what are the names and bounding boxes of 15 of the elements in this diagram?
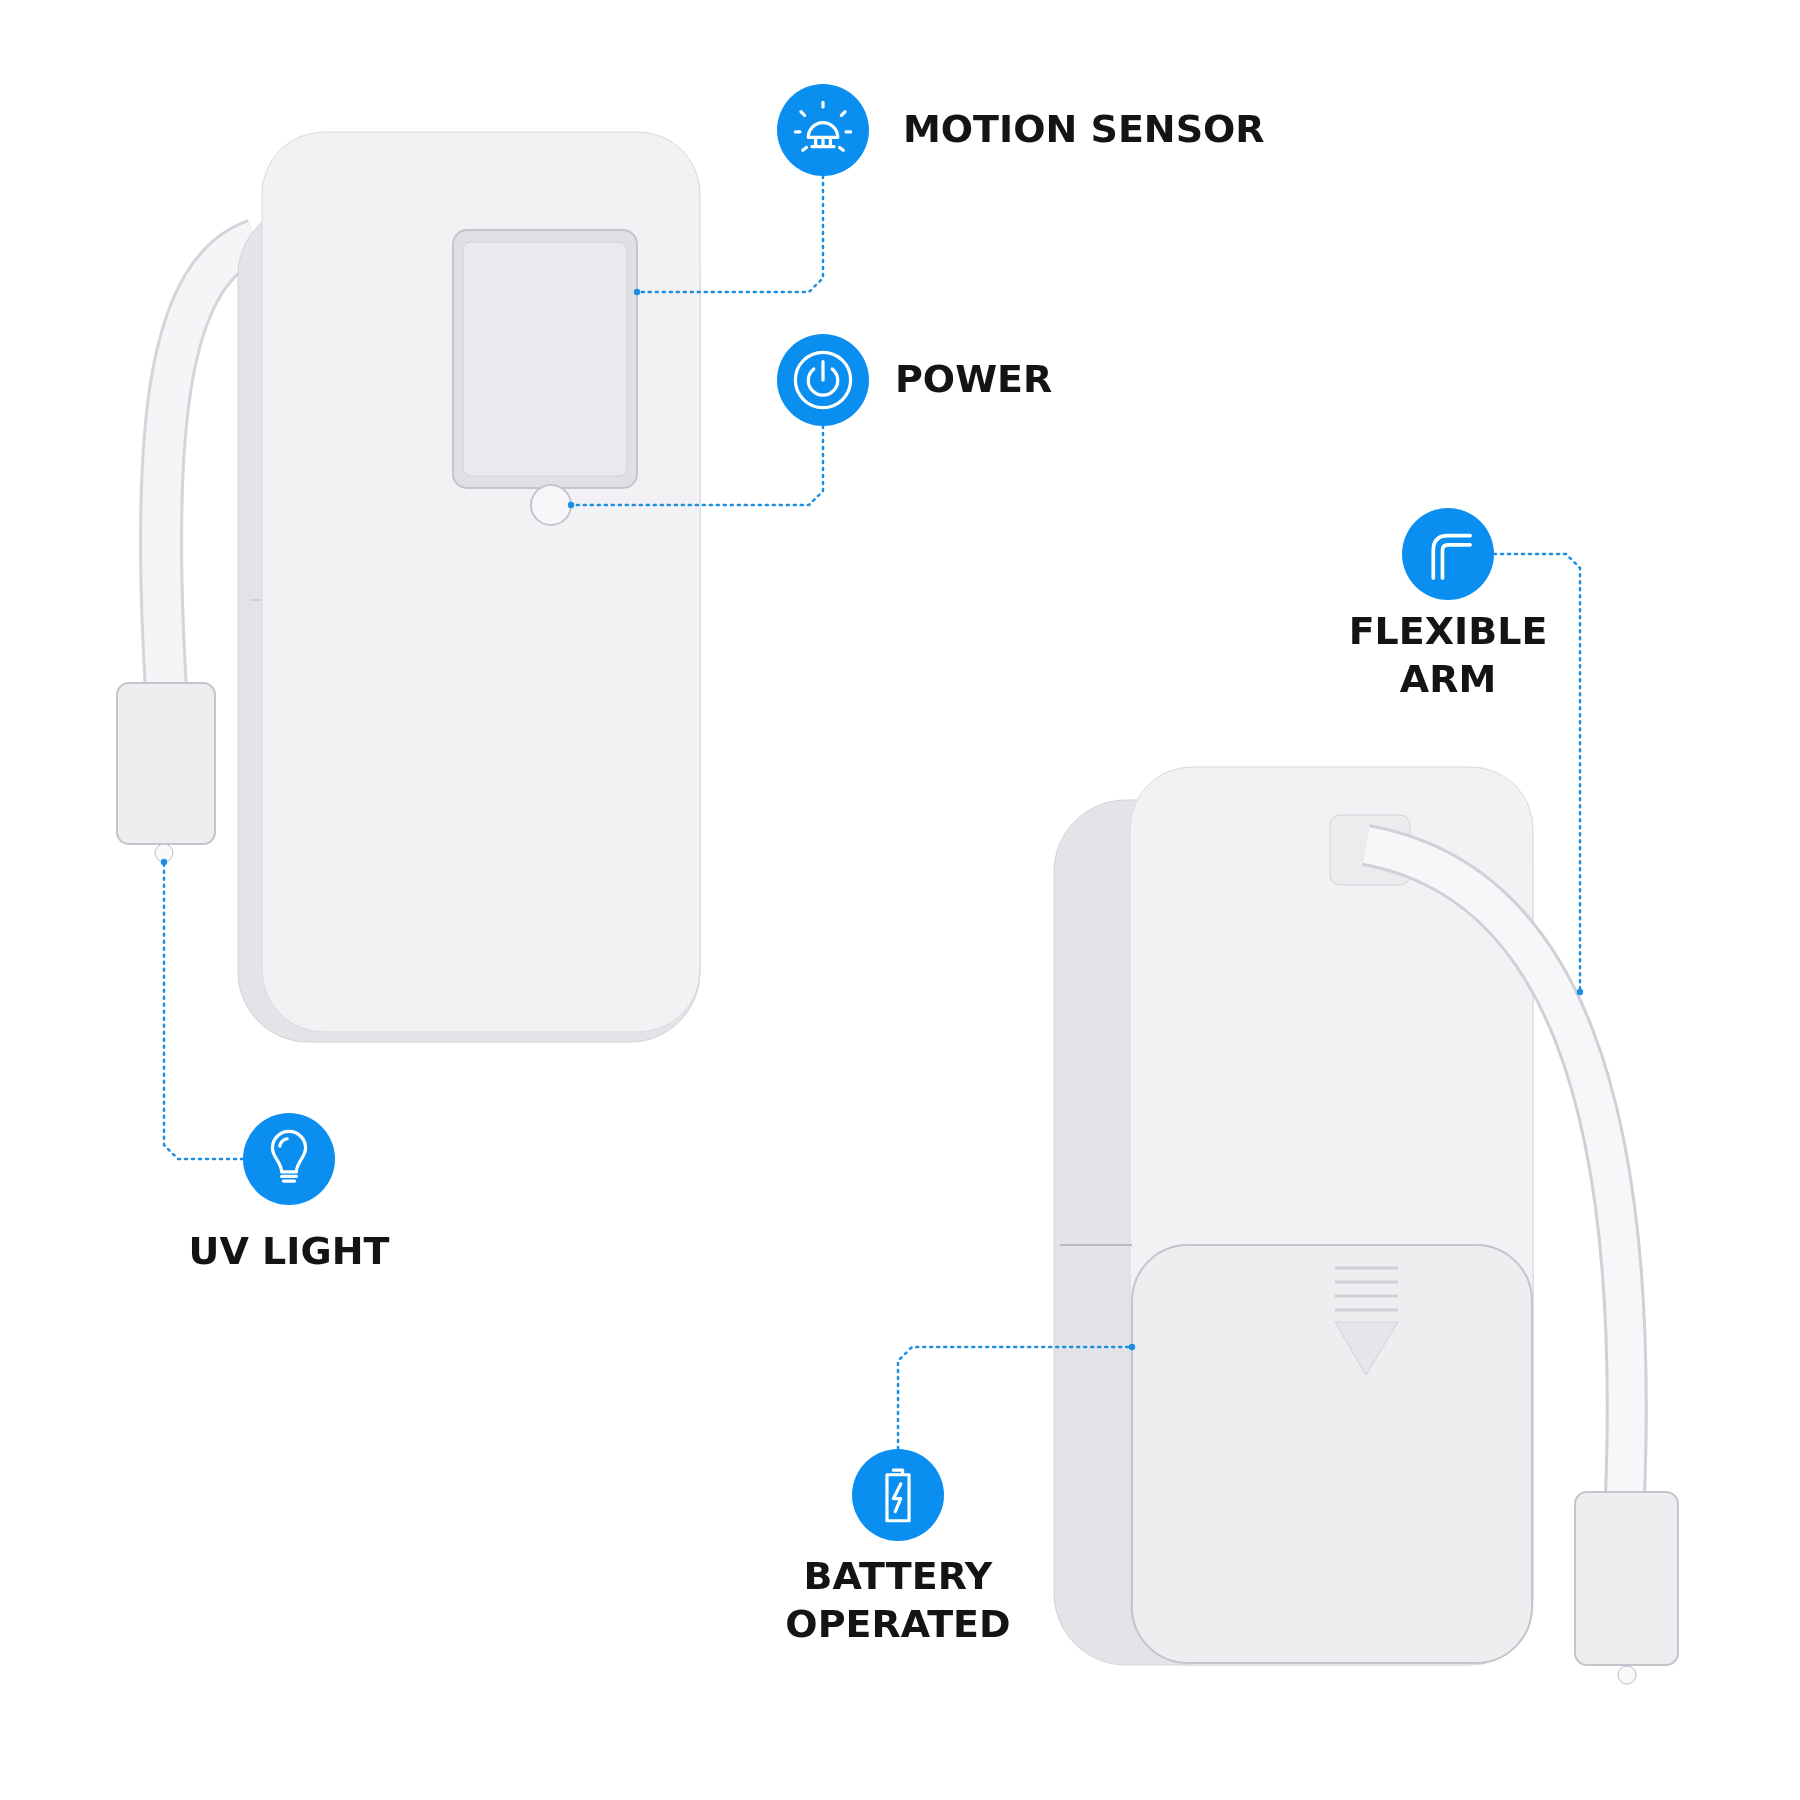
feature-label: POWER	[895, 356, 1053, 403]
light-tip	[116, 682, 216, 863]
flexible-arm	[1360, 824, 1679, 1685]
leader-line	[896, 1343, 1136, 1451]
feature-label: MOTION SENSOR	[903, 106, 1265, 153]
sensor-window	[452, 229, 638, 489]
feature-label: UV LIGHT	[187, 1228, 391, 1275]
leader-line	[1492, 552, 1584, 996]
feature-label: BATTERY OPERATED	[784, 1553, 1012, 1648]
leader-line	[567, 424, 825, 509]
leader-line	[633, 174, 825, 296]
battery-cover	[1131, 1244, 1533, 1664]
feature-label: FLEXIBLE ARM	[1347, 608, 1549, 703]
leader-line	[160, 858, 245, 1161]
power-button	[530, 484, 572, 526]
